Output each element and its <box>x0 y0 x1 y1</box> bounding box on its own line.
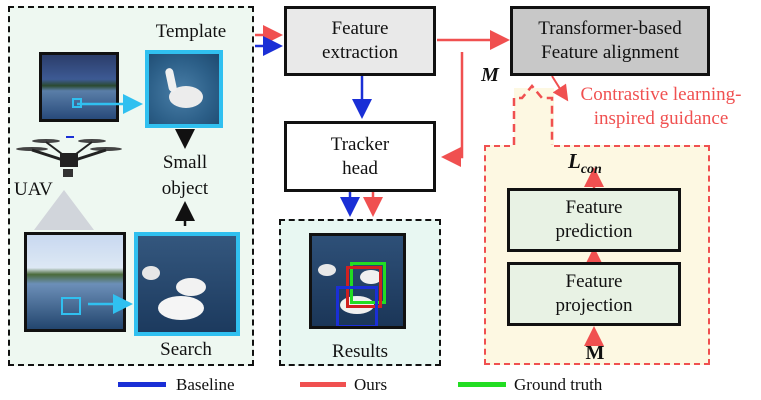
transformer-line1: Transformer-based <box>538 18 682 39</box>
small-object-label-1: Small <box>162 152 208 173</box>
tracker-head-line1: Tracker <box>330 133 390 155</box>
search-marker <box>61 297 81 315</box>
legend-baseline-line <box>118 382 166 387</box>
contrastive-label-1: Contrastive learning- <box>580 84 742 105</box>
lcon-subscript: con <box>580 162 602 178</box>
legend: Baseline Ours Ground truth <box>0 370 761 400</box>
lcon-label: Lcon <box>568 150 628 181</box>
goose-2 <box>158 296 204 320</box>
feature-extraction-line2: extraction <box>322 42 398 63</box>
feature-projection-line1: Feature <box>565 271 623 292</box>
lcon-symbol: L <box>568 149 581 173</box>
feature-prediction-block: Feature prediction <box>507 188 681 252</box>
result-goose-1 <box>318 264 336 276</box>
feature-prediction-line1: Feature <box>565 197 623 218</box>
uav-drone-icon <box>16 136 122 177</box>
feature-projection-block: Feature projection <box>507 262 681 326</box>
feature-projection-line2: projection <box>555 295 633 316</box>
baseline-box <box>336 286 378 326</box>
legend-ours-label: Ours <box>354 375 388 394</box>
legend-ground-truth-label: Ground truth <box>514 375 603 394</box>
small-object-label-2: object <box>161 178 209 199</box>
template-overview-image <box>39 52 119 122</box>
ground-truth-box <box>350 262 386 304</box>
m-label-bottom: M <box>585 342 605 364</box>
feature-extraction-line1: Feature <box>331 18 389 39</box>
m-label-top: M <box>481 64 499 86</box>
legend-baseline-label: Baseline <box>176 375 235 394</box>
results-image <box>309 233 406 329</box>
camera-view-cone <box>34 190 94 230</box>
legend-ground-truth-line <box>458 382 506 387</box>
uav-label: UAV <box>14 179 53 200</box>
tracker-head-line2: head <box>342 157 378 179</box>
goose-3 <box>142 266 160 280</box>
result-goose-3 <box>360 270 382 284</box>
template-crop-image <box>145 50 223 128</box>
search-crop-image <box>134 232 240 336</box>
legend-ours-line <box>300 382 346 387</box>
feature-extraction-block: Feature extraction <box>284 6 436 76</box>
goose-body <box>169 86 203 108</box>
feature-prediction-line2: prediction <box>555 221 633 242</box>
template-label: Template <box>155 21 227 42</box>
transformer-line2: Feature alignment <box>541 42 679 63</box>
results-label: Results <box>332 341 388 362</box>
goose-1 <box>176 278 206 296</box>
search-label: Search <box>160 339 212 360</box>
search-overview-image <box>24 232 126 332</box>
contrastive-label-2: inspired guidance <box>593 108 729 129</box>
